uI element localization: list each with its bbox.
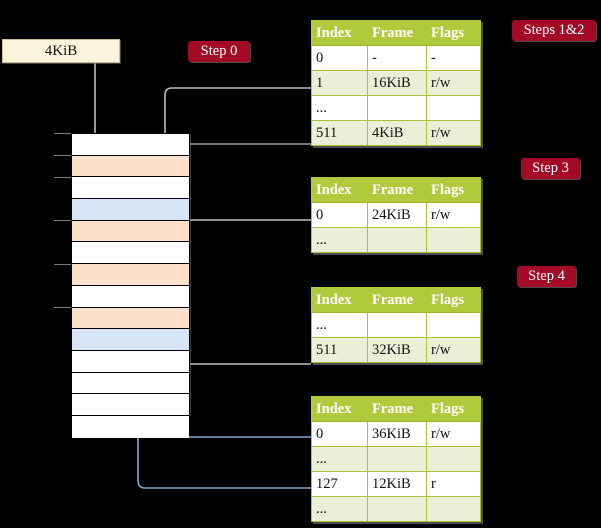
badge-step-0: Step 0 <box>188 41 250 62</box>
table-cell: r/w <box>426 202 481 228</box>
badge-step-0-label: Step 0 <box>200 43 238 59</box>
memory-frame-row <box>72 415 189 438</box>
badge-steps-1-2: Steps 1&2 <box>512 20 596 41</box>
badge-steps-1-2-label: Steps 1&2 <box>523 22 585 38</box>
table-cell: 36KiB <box>367 421 427 447</box>
frame-tick <box>54 177 71 178</box>
table-cell: r/w <box>426 70 481 96</box>
table-cell: r/w <box>426 421 481 447</box>
table-cell: 12KiB <box>367 471 427 497</box>
table-cell: 511 <box>311 337 368 363</box>
badge-step-4-label: Step 4 <box>528 268 565 284</box>
table-header-frame: Frame <box>367 20 427 46</box>
memory-frame-row <box>72 155 189 178</box>
table-cell: ... <box>311 227 368 253</box>
table-row: ... <box>311 446 481 472</box>
table-cell <box>426 312 481 338</box>
table-cell: 511 <box>311 120 368 146</box>
table-cell <box>426 496 481 522</box>
table-header-index: Index <box>311 20 368 46</box>
table-cell: r <box>426 471 481 497</box>
virtual-page-label: 4KiB <box>44 43 78 59</box>
table-cell <box>367 446 427 472</box>
table-cell: 0 <box>311 45 368 71</box>
table-row: 0-- <box>311 45 481 71</box>
table-cell: - <box>426 45 481 71</box>
table-header-frame: Frame <box>367 177 427 203</box>
table-header-flags: Flags <box>426 396 481 422</box>
table-row: ... <box>311 312 481 338</box>
frame-tick <box>54 133 71 134</box>
frame-tick <box>54 307 71 308</box>
table-cell: ... <box>311 312 368 338</box>
table-cell: 0 <box>311 421 368 447</box>
memory-frame-row <box>72 264 189 286</box>
memory-frame-row <box>72 220 189 243</box>
table-cell: r/w <box>426 120 481 146</box>
table-cell <box>367 496 427 522</box>
physical-memory-frames <box>71 133 190 438</box>
virtual-page-box: 4KiB <box>2 39 120 63</box>
table-cell: 0 <box>311 202 368 228</box>
table-cell <box>367 312 427 338</box>
table-cell: 16KiB <box>367 70 427 96</box>
frame-tick <box>54 155 71 156</box>
memory-frame-row <box>72 177 189 200</box>
table-cell: ... <box>311 496 368 522</box>
table-header-index: Index <box>311 177 368 203</box>
table-header-index: Index <box>311 396 368 422</box>
table-header-index: Index <box>311 287 368 313</box>
table-cell <box>367 95 427 121</box>
table-header-flags: Flags <box>426 287 481 313</box>
table-cell <box>426 95 481 121</box>
table-cell: 24KiB <box>367 202 427 228</box>
badge-step-3: Step 3 <box>521 158 580 179</box>
table-header-frame: Frame <box>367 287 427 313</box>
table-cell: - <box>367 45 427 71</box>
table-cell: 32KiB <box>367 337 427 363</box>
table-cell: 1 <box>311 70 368 96</box>
badge-step-3-label: Step 3 <box>532 160 569 176</box>
table-header-flags: Flags <box>426 177 481 203</box>
badge-step-4: Step 4 <box>517 266 576 287</box>
memory-frame-row <box>72 307 189 330</box>
table-row: ... <box>311 95 481 121</box>
memory-frame-row <box>72 134 189 156</box>
memory-frame-row <box>72 394 189 416</box>
table-row: ... <box>311 227 481 253</box>
table-cell: r/w <box>426 337 481 363</box>
memory-frame-row <box>72 285 189 308</box>
memory-frame-row <box>72 329 189 351</box>
table-cell: ... <box>311 95 368 121</box>
table-cell <box>426 446 481 472</box>
table-cell: 127 <box>311 471 368 497</box>
table-header-flags: Flags <box>426 20 481 46</box>
table-cell: ... <box>311 446 368 472</box>
memory-frame-row <box>72 350 189 373</box>
frame-tick <box>54 220 71 221</box>
memory-frame-row <box>72 372 189 395</box>
memory-frame-row <box>72 242 189 265</box>
frame-tick <box>54 264 71 265</box>
table-cell: 4KiB <box>367 120 427 146</box>
table-header-frame: Frame <box>367 396 427 422</box>
memory-frame-row <box>72 199 189 221</box>
table-row: ... <box>311 496 481 522</box>
table-cell <box>367 227 427 253</box>
table-cell <box>426 227 481 253</box>
